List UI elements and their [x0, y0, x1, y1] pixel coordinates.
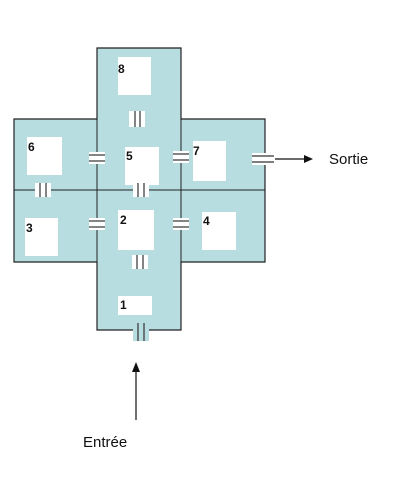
room-label-8: 8: [118, 62, 125, 76]
room-label-6: 6: [28, 140, 35, 154]
door-entry: [133, 323, 149, 341]
room-4-panel: [202, 212, 236, 250]
room-label-5: 5: [126, 149, 133, 163]
room-6-panel: [27, 137, 62, 175]
door-6-5: [89, 152, 105, 164]
room-8-panel: [118, 57, 151, 95]
room-3-panel: [25, 218, 58, 256]
room-label-2: 2: [120, 213, 127, 227]
door-6-3: [35, 183, 51, 197]
room-label-3: 3: [26, 221, 33, 235]
room-label-4: 4: [203, 214, 210, 228]
door-8-center: [129, 111, 145, 127]
entry-label: Entrée: [83, 434, 127, 451]
door-5-2: [133, 183, 149, 197]
door-2-4: [173, 218, 189, 230]
door-5-7: [173, 151, 189, 163]
room-5-panel: [125, 147, 159, 185]
room-label-1: 1: [120, 298, 127, 312]
door-2-1: [132, 255, 148, 269]
room-2-panel: [118, 210, 154, 250]
entry-arrow: [132, 362, 140, 420]
door-3-2: [89, 218, 105, 230]
exit-arrow: [275, 155, 313, 163]
room-1-panel: [118, 296, 152, 315]
door-7-exit: [252, 153, 274, 165]
room-label-7: 7: [193, 144, 200, 158]
room-7-panel: [193, 141, 226, 181]
exit-label: Sortie: [329, 151, 368, 168]
